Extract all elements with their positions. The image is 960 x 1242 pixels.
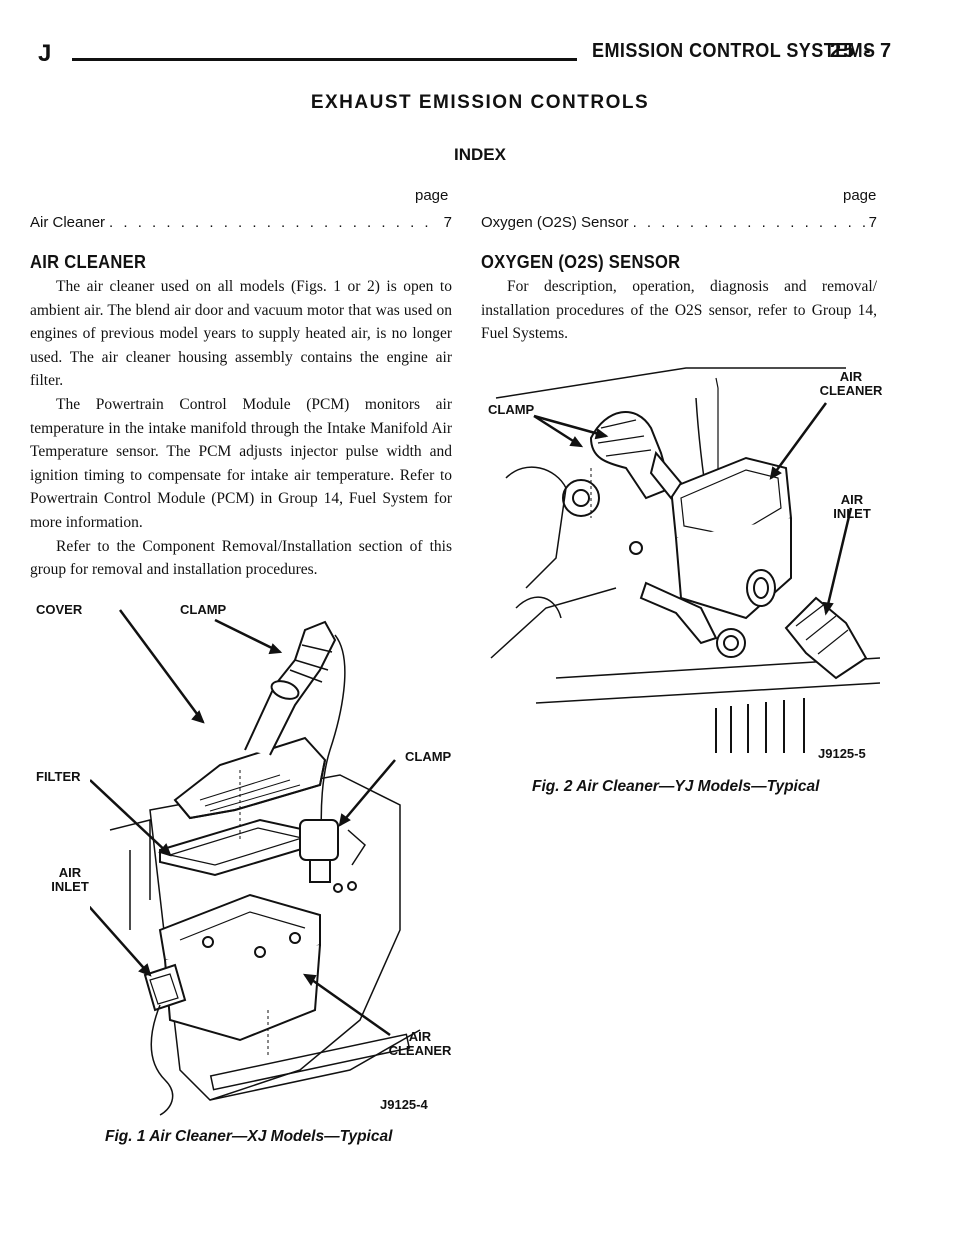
index-entry-page: 7	[443, 214, 452, 231]
index-entry-page: 7	[868, 214, 877, 231]
index-entry[interactable]: Oxygen (O2S) Sensor . . . . . . . . . . …	[481, 214, 877, 231]
fig1-label-cover: COVER	[36, 602, 83, 617]
header-title: EMISSION CONTROL SYSTEMS	[592, 40, 876, 62]
dot-leader: . . . . . . . . . . . . . . . . . . . . …	[632, 214, 865, 231]
index-entry[interactable]: Air Cleaner . . . . . . . . . . . . . . …	[30, 214, 452, 231]
section-title: EXHAUST EMISSION CONTROLS	[310, 92, 650, 113]
index-page-label-left: page	[415, 187, 449, 204]
figure-2-illustration	[490, 367, 880, 753]
figure-1-illustration	[90, 609, 421, 1116]
fig2-code: J9125-5	[818, 746, 866, 761]
fig1-label-air-cleaner: AIR CLEANER	[388, 1029, 452, 1058]
header-rule	[72, 58, 577, 61]
index-entry-label: Oxygen (O2S) Sensor	[481, 214, 629, 231]
air-cleaner-heading: AIR CLEANER	[30, 252, 147, 272]
paragraph: The air cleaner used on all models (Figs…	[30, 278, 452, 390]
oxygen-sensor-body: For description, operation, diagnosis an…	[481, 275, 877, 346]
index-entry-label: Air Cleaner	[30, 214, 106, 231]
oxygen-sensor-heading: OXYGEN (O2S) SENSOR	[481, 252, 681, 272]
dot-leader: . . . . . . . . . . . . . . . . . . . . …	[109, 214, 440, 231]
fig2-label-air-cleaner: AIR CLEANER	[819, 369, 883, 398]
fig1-label-air-inlet: AIR INLET	[51, 865, 89, 894]
paragraph: Refer to the Component Removal/Installat…	[30, 537, 452, 579]
fig1-label-clamp-right: CLAMP	[405, 749, 452, 764]
fig1-code: J9125-4	[380, 1097, 428, 1112]
index-title: INDEX	[454, 145, 506, 164]
index-page-label-right: page	[843, 187, 877, 204]
paragraph: For description, operation, diagnosis an…	[481, 278, 877, 343]
fig1-label-clamp-top: CLAMP	[180, 602, 227, 617]
fig2-caption: Fig. 2 Air Cleaner—YJ Models—Typical	[532, 778, 820, 795]
section-letter: J	[38, 40, 53, 67]
paragraph: The Powertrain Control Module (PCM) moni…	[30, 395, 452, 531]
fig1-label-filter: FILTER	[36, 769, 81, 784]
fig2-label-clamp: CLAMP	[488, 402, 535, 417]
page-number: 25 - 7	[830, 40, 894, 62]
fig1-caption: Fig. 1 Air Cleaner—XJ Models—Typical	[105, 1128, 393, 1145]
fig2-label-air-inlet: AIR INLET	[833, 492, 871, 521]
air-cleaner-body: The air cleaner used on all models (Figs…	[30, 275, 452, 582]
